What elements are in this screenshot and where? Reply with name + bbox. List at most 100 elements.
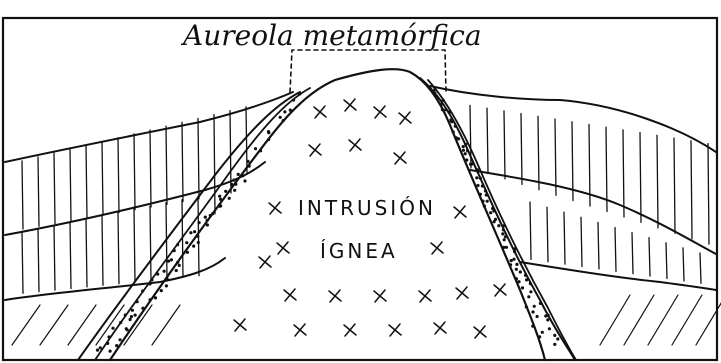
frame-border	[1, 16, 719, 362]
aureole-dot	[218, 194, 222, 198]
strata-hatch-line	[85, 218, 88, 288]
strata-hatch-line	[605, 126, 608, 213]
aureole-dot	[517, 280, 521, 284]
aureole-dot	[433, 87, 437, 91]
aureole-dot	[129, 315, 133, 319]
aureole-dot	[453, 124, 457, 128]
aureole-dot	[553, 333, 557, 337]
aureole-dot	[481, 199, 485, 203]
aureole-dot	[483, 189, 488, 193]
aureole-dot	[162, 269, 166, 273]
aureole-dot	[449, 119, 453, 123]
aureole-dot	[189, 231, 193, 235]
aureole-dot	[288, 108, 292, 112]
igneous-cross-mark	[474, 325, 486, 339]
aureole-dot	[451, 130, 455, 134]
aureole-dot	[243, 179, 247, 183]
aureole-dot	[497, 224, 501, 228]
strata-hatch-line	[133, 133, 136, 211]
aureole-dot	[509, 259, 513, 263]
aureole-dot	[475, 176, 479, 180]
aureole-dot	[233, 188, 237, 192]
aureole-dot	[461, 148, 466, 152]
aureole-dot	[433, 91, 437, 95]
aureole-dot	[111, 326, 115, 330]
aureole-dot	[193, 230, 197, 234]
strata-hatch-line	[21, 160, 24, 230]
aureole-dot	[440, 108, 444, 112]
aureole-dot	[224, 189, 228, 193]
strata-hatch-line	[699, 252, 702, 284]
strata-hatch-line	[631, 231, 634, 275]
aureole-dot	[475, 168, 479, 172]
igneous-cross-mark	[394, 151, 406, 165]
aureole-dot	[535, 314, 539, 319]
aureole-dot	[492, 209, 496, 213]
aureole-dot	[234, 182, 238, 186]
strata-hatch-line	[53, 152, 56, 225]
aureole-dot	[259, 149, 263, 153]
strata-hatch-line	[597, 221, 600, 270]
strata-hatch-line	[133, 208, 136, 283]
strata-hatch-line	[69, 148, 72, 222]
strata-hatch-line	[11, 304, 41, 346]
aureole-dot	[502, 245, 506, 249]
aureole-dot	[546, 313, 550, 317]
aureole-dot	[512, 257, 516, 261]
strata-hatch-line	[599, 294, 631, 346]
strata-hatch-line	[665, 242, 668, 280]
aureole-dot	[236, 172, 240, 176]
aureole-dot	[185, 241, 189, 245]
aureole-dot	[241, 174, 245, 178]
aureole-dot	[267, 131, 271, 135]
aureole-dot	[211, 212, 215, 216]
strata-hatch-line	[537, 115, 540, 191]
strata-hatch-line	[39, 304, 69, 346]
aureole-dot	[531, 324, 535, 328]
strata-hatch-line	[623, 294, 655, 346]
strata-hatch-line	[149, 129, 152, 208]
igneous-cross-mark	[234, 318, 246, 332]
aureole-dot	[298, 92, 302, 96]
strata-hatch-line	[690, 140, 693, 240]
aureole-dot	[525, 278, 529, 282]
strata-hatch-line	[656, 134, 659, 229]
strata-hatch-line	[95, 304, 125, 346]
aureole-dot	[130, 308, 134, 312]
igneous-cross-mark	[434, 321, 446, 335]
aureole-title: Aureola metamórfica	[180, 19, 482, 52]
aureole-dot	[123, 313, 127, 317]
aureole-dot	[470, 162, 474, 166]
aureole-dot	[253, 147, 258, 151]
aureole-dot	[165, 277, 169, 281]
igneous-cross-mark	[389, 323, 401, 337]
aureole-dot	[95, 348, 100, 352]
strata-hatch-line	[117, 211, 120, 285]
aureole-dot	[476, 183, 480, 188]
aureole-dot	[177, 263, 181, 267]
strata-hatch-line	[673, 137, 676, 234]
aureole-dot	[493, 217, 498, 221]
strata-hatch-line	[37, 156, 40, 227]
aureole-dot	[208, 213, 212, 218]
aureole-dot	[538, 335, 542, 339]
aureole-dot	[185, 250, 189, 254]
aureole-dot	[133, 313, 137, 317]
aureole-dot	[232, 178, 236, 182]
aureole-dot	[227, 196, 231, 200]
strata-hatch-line	[181, 121, 184, 203]
strata-hatch-line	[197, 117, 200, 200]
strata-hatch-line	[213, 113, 216, 215]
igneous-cross-mark	[309, 143, 321, 157]
strata-hatch-line	[554, 118, 557, 196]
aureole-dot	[440, 102, 444, 106]
aureole-dot	[124, 327, 128, 331]
aureole-dot	[492, 220, 496, 224]
strata-hatch-line	[622, 129, 625, 218]
strata-hatch-line	[588, 123, 591, 207]
aureole-dot	[119, 320, 123, 325]
strata-hatch-line	[101, 214, 104, 286]
aureole-dot	[546, 318, 550, 322]
strata-hatch-line	[101, 140, 104, 216]
strata-hatch-line	[229, 110, 232, 194]
